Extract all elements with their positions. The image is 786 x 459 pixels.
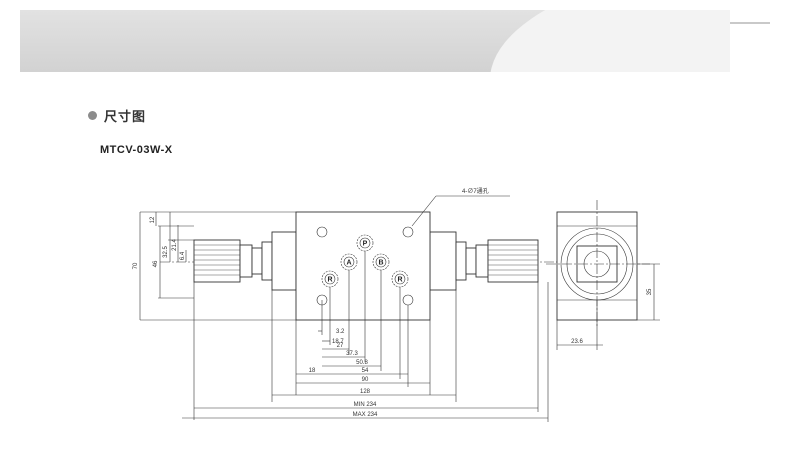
header-banner	[20, 10, 770, 72]
valve-body	[295, 211, 431, 321]
dim-label: 18	[309, 368, 316, 374]
section-title: 尺寸图	[88, 107, 147, 124]
right-actuator	[429, 231, 539, 291]
dim-label: 35	[647, 288, 653, 295]
dim-label: 90	[362, 377, 369, 383]
port-label: R	[327, 277, 332, 284]
port-label: P	[363, 241, 368, 248]
dim-label: 50.8	[356, 360, 368, 366]
hole-note-text: 4-∅7通孔	[462, 187, 489, 195]
port-label: A	[346, 260, 351, 267]
port-label: B	[378, 260, 383, 267]
dim-label: 12	[150, 216, 156, 223]
left-vertical-dimensions: 70 46 32.5 21.4 12 6.4	[133, 211, 296, 321]
bullet-icon	[88, 110, 97, 120]
hole-note: 4-∅7通孔	[411, 187, 510, 227]
dim-label: 37.3	[346, 351, 358, 357]
banner-accent-line	[730, 22, 770, 24]
side-view: 23.6 35	[546, 200, 660, 350]
left-actuator	[193, 231, 297, 291]
dim-label: 70	[133, 262, 139, 269]
dim-label: 54	[362, 368, 369, 374]
dim-label: 46	[153, 260, 159, 267]
dim-label: 3.2	[336, 329, 345, 335]
port-label: R	[397, 277, 402, 284]
dim-label: 6.4	[180, 251, 186, 260]
dim-label: MIN 234	[354, 402, 377, 408]
dim-label: 32.5	[163, 246, 169, 258]
model-number: MTCV-03W-X	[100, 144, 173, 156]
horizontal-dimensions: 3.2 18.7 27 37.3 50.8 54 18 90 128 MIN 2…	[182, 251, 549, 422]
dim-label: MAX 234	[353, 412, 378, 418]
dim-label: 23.6	[571, 339, 583, 345]
dim-label: 128	[360, 389, 371, 395]
dim-label: 27	[337, 343, 344, 349]
dim-label: 21.4	[172, 239, 178, 251]
banner-right-edge	[730, 10, 770, 72]
dim-label: 18.7	[332, 339, 344, 345]
section-title-text: 尺寸图	[104, 108, 147, 124]
banner-highlight	[490, 10, 770, 72]
